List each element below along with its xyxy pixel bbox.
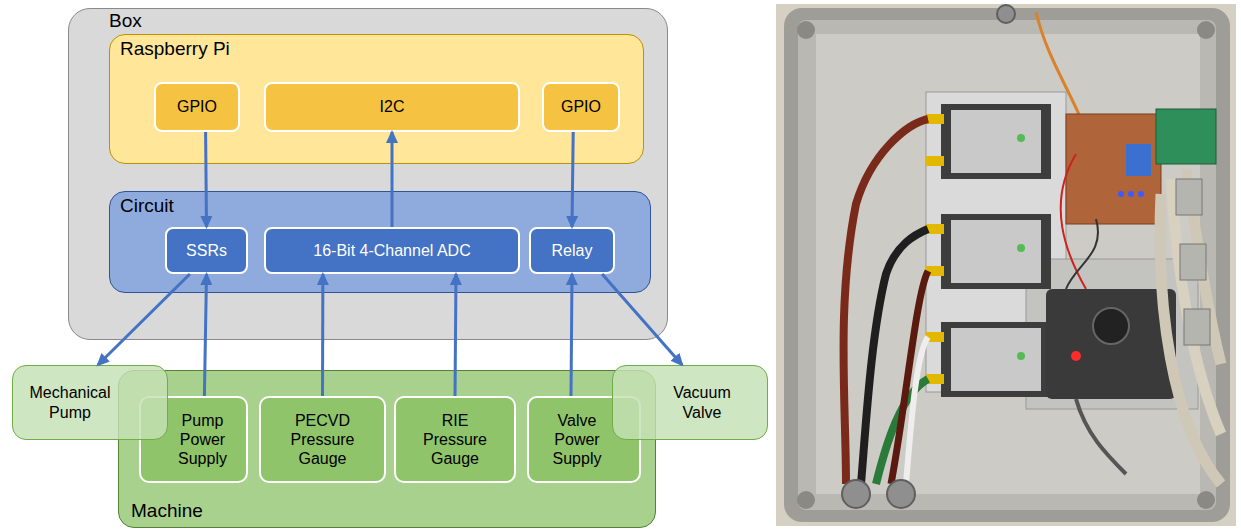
signal-wire [1061, 154, 1086, 289]
machine-part-box: PECVD Pressure Gauge [259, 396, 386, 483]
group-heading: Box [109, 10, 142, 33]
port-box: GPIO [542, 82, 620, 132]
signal-wire [1066, 219, 1098, 289]
box-label: Vacuum Valve [665, 383, 740, 421]
box-label: Pump Power Supply [173, 411, 233, 469]
signal-arrow [391, 132, 394, 227]
machine-part-box: RIE Pressure Gauge [394, 396, 516, 483]
box-label: 16-Bit 4-Channel ADC [313, 241, 470, 260]
ssr-led [1017, 352, 1025, 360]
box-label: GPIO [561, 97, 601, 116]
bus-box: I2C [264, 82, 520, 132]
group-heading: Raspberry Pi [120, 38, 230, 61]
db9-connector [1180, 244, 1206, 280]
corner-hole [1197, 21, 1215, 39]
cable-gland [842, 480, 870, 508]
signal-arrow [204, 274, 206, 396]
ssr-terminal [926, 156, 944, 166]
component-box: 16-Bit 4-Channel ADC [264, 227, 520, 274]
box-label: Relay [552, 241, 593, 260]
box-label: GPIO [177, 97, 217, 116]
signal-arrow [602, 274, 682, 365]
box-label: I2C [380, 97, 405, 116]
signal-wire [1036, 12, 1081, 119]
group-heading: Circuit [120, 195, 174, 218]
ssr-cover [951, 328, 1041, 391]
wall [776, 4, 1236, 526]
serial-cable [1160, 194, 1221, 484]
pi-case [1046, 289, 1176, 399]
signal-arrow [321, 274, 324, 396]
enclosure-wall [798, 20, 1216, 510]
usb-cable [1076, 399, 1126, 474]
signal-arrow [455, 274, 456, 396]
component-box: Relay [529, 227, 615, 274]
cable-gland [887, 480, 915, 508]
ssr-body [941, 214, 1051, 289]
enclosure-floor [816, 34, 1200, 494]
corner-hole [1197, 491, 1215, 509]
box-label: SSRs [186, 241, 227, 260]
ssr-led [1017, 134, 1025, 142]
db9-connector [1184, 309, 1210, 345]
led [1128, 191, 1134, 197]
ssr-led [1017, 244, 1025, 252]
ssr-cover [951, 220, 1041, 283]
power-wire [861, 229, 928, 484]
relay-module [1126, 144, 1151, 176]
component-box: SSRs [165, 227, 248, 274]
box-label: RIE Pressure Gauge [418, 411, 493, 469]
led [1118, 191, 1124, 197]
box-label: PECVD Pressure Gauge [285, 411, 360, 469]
signal-arrow [98, 274, 190, 365]
port-box: GPIO [154, 82, 240, 132]
led [1138, 191, 1144, 197]
power-wire [891, 271, 928, 484]
enclosure-photo [776, 4, 1236, 526]
ssr-cover [951, 110, 1041, 173]
enclosure-group: BoxRaspberry Pi GPIO I2C GPIO CircuitSSRs 16-… [68, 8, 668, 340]
corner-hole [797, 491, 815, 509]
power-led [1071, 351, 1081, 361]
machine-group: Machine Pump Power Supply PECVD Pressure G… [118, 370, 656, 528]
signal-arrow [572, 132, 573, 227]
controller-group: Raspberry Pi GPIO I2C GPIO [109, 34, 644, 164]
cable-gland [997, 5, 1015, 23]
box-label: Mechanical Pump [20, 383, 120, 421]
fan [1093, 308, 1129, 344]
corner-hole [797, 21, 815, 39]
circuit-group: CircuitSSRs 16-Bit 4-Channel ADC Relay [109, 191, 651, 293]
ssr-body [941, 104, 1051, 179]
db9-connector [1176, 179, 1202, 215]
circuit-board [1066, 114, 1161, 224]
signal-arrow [204, 132, 208, 227]
box-label: Valve Power Supply [547, 411, 607, 469]
power-wire [844, 119, 929, 484]
signal-arrow [570, 274, 574, 396]
enclosure-rim [784, 8, 1230, 522]
group-heading: Machine [131, 500, 203, 523]
device-box: Vacuum Valve [612, 365, 768, 440]
device-box: Mechanical Pump [12, 365, 168, 440]
terminal-block [1156, 109, 1216, 164]
ssr-body [941, 322, 1051, 397]
